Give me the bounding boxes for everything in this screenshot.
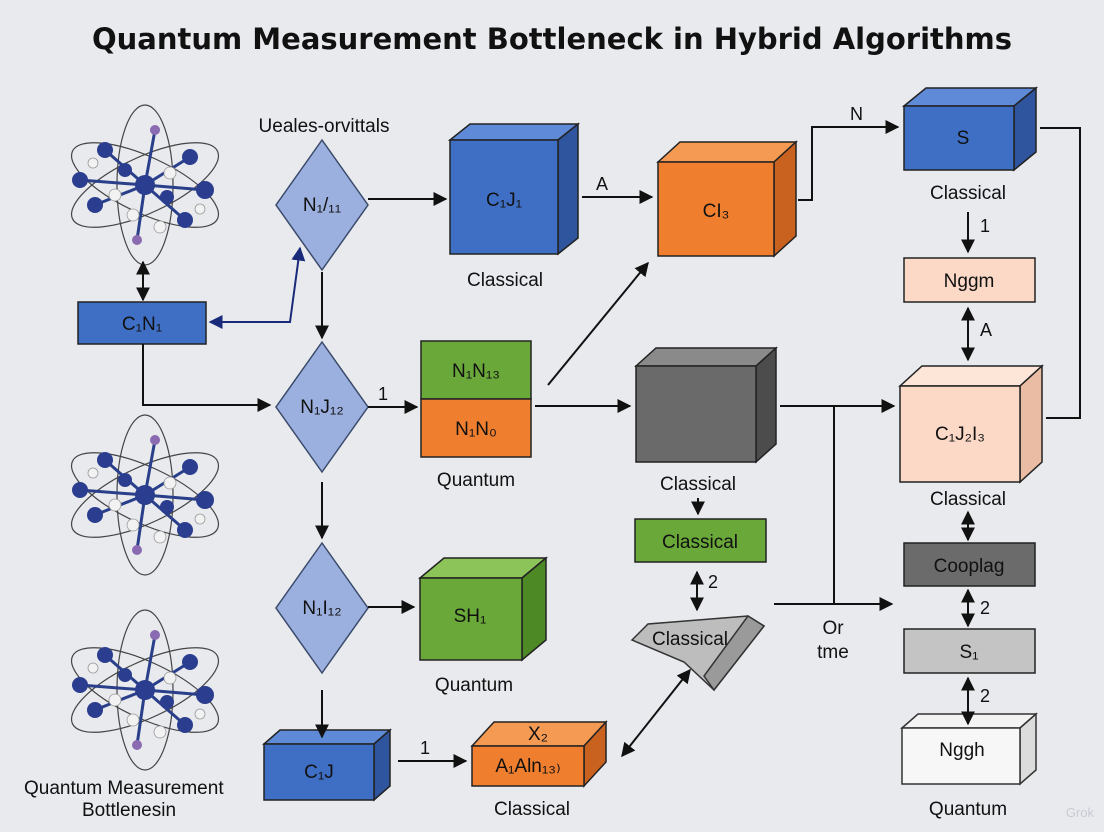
caption-quantum-sh1: Quantum bbox=[434, 675, 514, 696]
arrow-a-prism bbox=[621, 668, 691, 758]
cube-gray bbox=[634, 346, 778, 464]
arrow-ci3-s bbox=[798, 120, 900, 201]
edge-label-a2: A bbox=[980, 320, 993, 340]
node-nn3-text: N₁N₁₃ bbox=[452, 361, 500, 382]
diamond-d1-text: N₁/₁₁ bbox=[303, 195, 341, 216]
diamond-d3-text: N₁I₁₂ bbox=[302, 598, 341, 619]
cube-cj bbox=[262, 728, 392, 802]
connector-s-cj2i3 bbox=[1040, 127, 1081, 419]
molecule-icon-bottom bbox=[59, 608, 231, 772]
top-label: Ueales-orvittals bbox=[258, 116, 390, 137]
edge-label-one-b: 1 bbox=[420, 738, 431, 758]
cube-s bbox=[901, 86, 1039, 172]
node-s1-text: S₁ bbox=[959, 642, 978, 663]
node-s1 bbox=[903, 628, 1036, 674]
node-nggm bbox=[903, 257, 1036, 303]
edge-label-two-b: 2 bbox=[980, 598, 991, 618]
caption-classical-gray: Classical bbox=[659, 474, 737, 495]
bottom-left-label-line1: Quantum Measurement bbox=[24, 778, 224, 799]
edge-label-tme: tme bbox=[817, 642, 849, 663]
arrow-cn1-d1 bbox=[208, 246, 306, 329]
cube-ci3 bbox=[656, 140, 798, 258]
node-classical-green bbox=[634, 518, 767, 563]
diamond-d2-text: N₁J₁₂ bbox=[300, 397, 343, 418]
edge-label-two-c: 2 bbox=[980, 686, 991, 706]
prism-classical-text: Classical bbox=[652, 629, 728, 650]
cube-cj1-text: C₁J₁ bbox=[486, 190, 522, 211]
arrow-nn-ci3 bbox=[547, 261, 649, 386]
edge-label-a1: A bbox=[596, 174, 609, 194]
caption-classical-s: Classical bbox=[929, 183, 1007, 204]
bottom-left-label-line2: Bottlenesin bbox=[82, 800, 177, 821]
node-cn1-text: C₁N₁ bbox=[122, 314, 162, 335]
diamond-d2 bbox=[275, 340, 369, 474]
caption-classical-a: Classical bbox=[493, 799, 571, 820]
edge-label-one-a: 1 bbox=[378, 384, 389, 404]
cube-cj2i3-text: C₁J₂I₃ bbox=[935, 424, 985, 445]
diamond-d1 bbox=[275, 138, 369, 272]
cube-ci3-text: CI₃ bbox=[703, 201, 730, 222]
cube-a-text: A₁Aln₁₃₎ bbox=[495, 756, 560, 777]
cube-cj-text: C₁J bbox=[304, 762, 334, 783]
node-cooplag-text: Cooplag bbox=[934, 556, 1005, 577]
cube-s-text: S bbox=[957, 128, 970, 149]
edge-label-n: N bbox=[850, 104, 863, 124]
node-nn0-text: N₁N₀ bbox=[455, 419, 497, 440]
cube-a-top-text: X₂ bbox=[528, 724, 548, 745]
node-nn0 bbox=[420, 398, 532, 458]
cube-sh1 bbox=[417, 556, 549, 662]
diamond-d3 bbox=[275, 541, 369, 675]
caption-classical-cj1: Classical bbox=[466, 270, 544, 291]
prism-classical bbox=[630, 614, 766, 692]
cube-cj2i3 bbox=[898, 364, 1044, 484]
edge-label-two-a: 2 bbox=[708, 572, 719, 592]
caption-classical-peach: Classical bbox=[929, 489, 1007, 510]
node-nggm-text: Nggm bbox=[944, 271, 995, 292]
cube-a bbox=[470, 720, 608, 788]
cube-sh1-text: SH₁ bbox=[454, 606, 487, 627]
node-nn3 bbox=[420, 340, 532, 400]
molecule-icon-middle bbox=[59, 413, 231, 577]
arrow-cn1-d2 bbox=[142, 344, 272, 412]
watermark: Grok bbox=[1065, 805, 1094, 820]
cube-nggh-text: Nggh bbox=[939, 740, 984, 761]
edge-label-or: Or bbox=[822, 618, 844, 639]
node-classical-green-text: Classical bbox=[662, 532, 738, 553]
caption-quantum-nn: Quantum bbox=[436, 470, 516, 491]
node-cooplag bbox=[903, 542, 1036, 587]
edge-label-one-c: 1 bbox=[980, 216, 991, 236]
cube-nggh bbox=[900, 712, 1038, 786]
cube-cj1 bbox=[447, 122, 581, 256]
node-cn1 bbox=[77, 301, 207, 345]
caption-quantum-nggh: Quantum bbox=[928, 799, 1008, 820]
molecule-icon-top bbox=[59, 103, 231, 267]
diagram-title: Quantum Measurement Bottleneck in Hybrid… bbox=[91, 22, 1013, 56]
